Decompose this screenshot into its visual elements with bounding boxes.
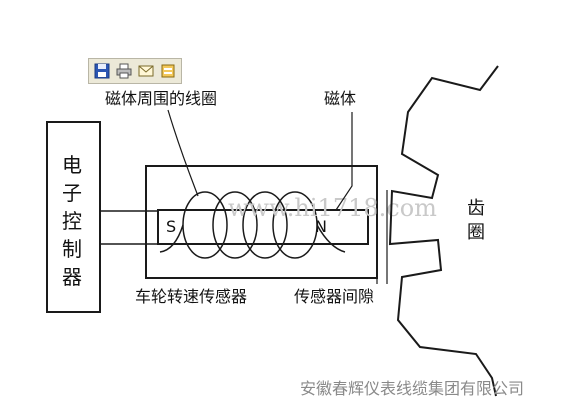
footer-company: 安徽春辉仪表线缆集团有限公司 <box>300 379 524 398</box>
gear-ring-profile <box>388 65 499 397</box>
controller-box <box>46 121 101 313</box>
edit-button[interactable] <box>159 62 177 80</box>
save-button[interactable] <box>93 62 111 80</box>
toolbar <box>88 58 182 84</box>
magnet-label: 磁体 <box>324 89 356 108</box>
watermark-text: www.hi1718.com <box>228 194 437 222</box>
gear-char: 齿 <box>467 198 485 219</box>
coil <box>159 191 346 259</box>
controller-char: 控 <box>62 209 82 233</box>
coil-leader <box>167 109 199 197</box>
sensor-label: 车轮转速传感器 <box>135 287 247 306</box>
email-icon <box>138 65 154 77</box>
print-icon <box>116 63 132 79</box>
magnet-bar <box>157 209 369 245</box>
email-button[interactable] <box>137 62 155 80</box>
controller-char: 制 <box>62 237 82 261</box>
save-icon <box>94 63 110 79</box>
controller-char: 子 <box>62 181 82 205</box>
coil-loop <box>242 191 288 259</box>
controller-char: 器 <box>62 265 82 289</box>
coil-loop <box>212 191 258 259</box>
pole-n-label: N <box>315 217 327 236</box>
gear-char: 圈 <box>467 222 485 243</box>
controller-char: 电 <box>62 153 82 177</box>
edit-icon <box>161 64 175 78</box>
gap-label: 传感器间隙 <box>294 287 374 306</box>
print-button[interactable] <box>115 62 133 80</box>
pole-s-label: S <box>166 217 176 236</box>
coil-label: 磁体周围的线圈 <box>105 89 217 108</box>
magnet-leader <box>335 112 353 211</box>
controller-label: 电 子 控 制 器 <box>62 153 82 289</box>
